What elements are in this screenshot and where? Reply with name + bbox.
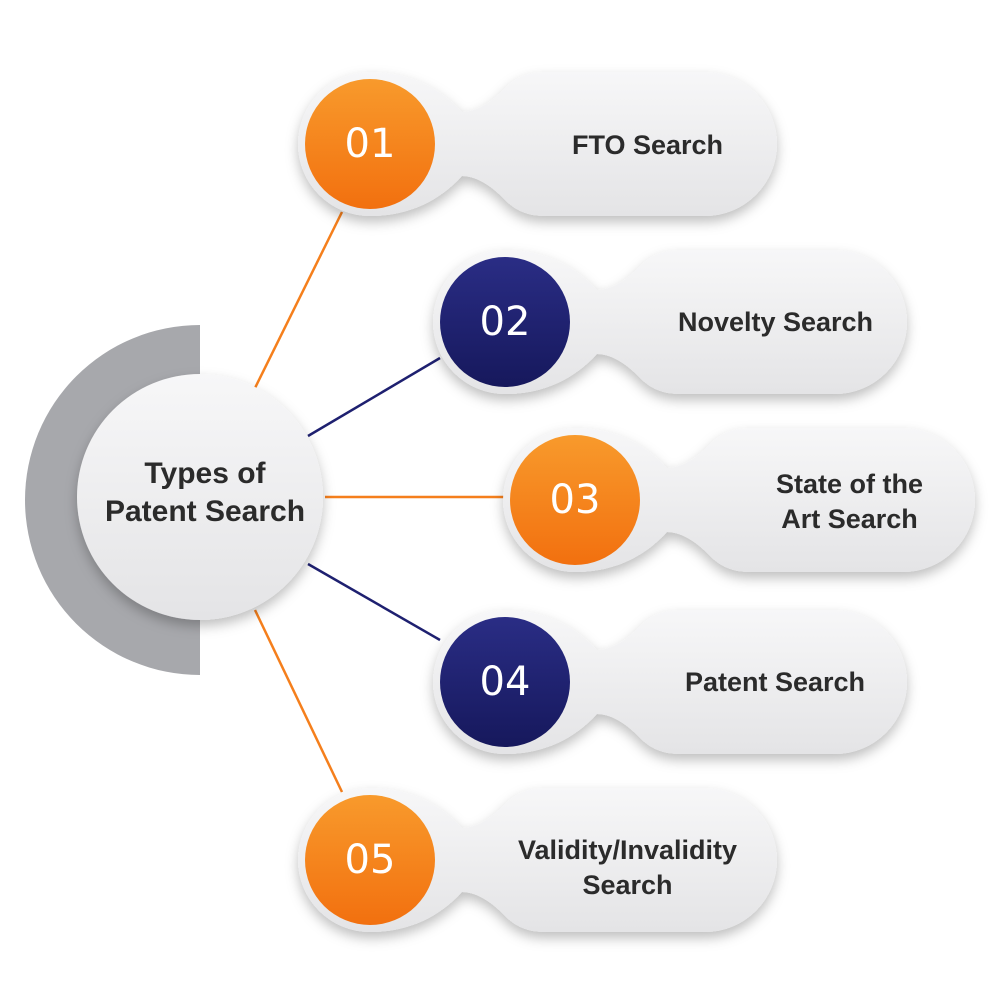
item-number-05: 05	[305, 795, 435, 925]
item-label-05-line-1: Validity/Invalidity	[518, 833, 737, 868]
item-number-03: 03	[510, 435, 640, 565]
item-label-01: FTO Search	[520, 110, 775, 180]
item-label-05: Validity/Invalidity Search	[480, 828, 775, 908]
item-number-04: 04	[440, 617, 570, 747]
item-label-03: State of the Art Search	[722, 462, 977, 542]
item-label-04: Patent Search	[645, 647, 905, 717]
connector-02	[308, 358, 440, 436]
item-label-04-line-1: Patent Search	[685, 665, 865, 700]
item-label-03-line-2: Art Search	[776, 502, 923, 537]
item-label-01-line-1: FTO Search	[572, 128, 723, 163]
connector-04	[308, 564, 440, 640]
item-number-01: 01	[305, 79, 435, 209]
connector-05	[255, 610, 342, 792]
item-label-02-line-1: Novelty Search	[678, 305, 873, 340]
hub-title-line-1: Types of	[80, 455, 330, 493]
item-number-02: 02	[440, 257, 570, 387]
connector-01	[255, 212, 342, 388]
hub-title-line-2: Patent Search	[80, 493, 330, 531]
item-label-03-line-1: State of the	[776, 467, 923, 502]
hub-title: Types of Patent Search	[80, 455, 330, 531]
item-label-05-line-2: Search	[518, 868, 737, 903]
item-label-02: Novelty Search	[648, 287, 903, 357]
